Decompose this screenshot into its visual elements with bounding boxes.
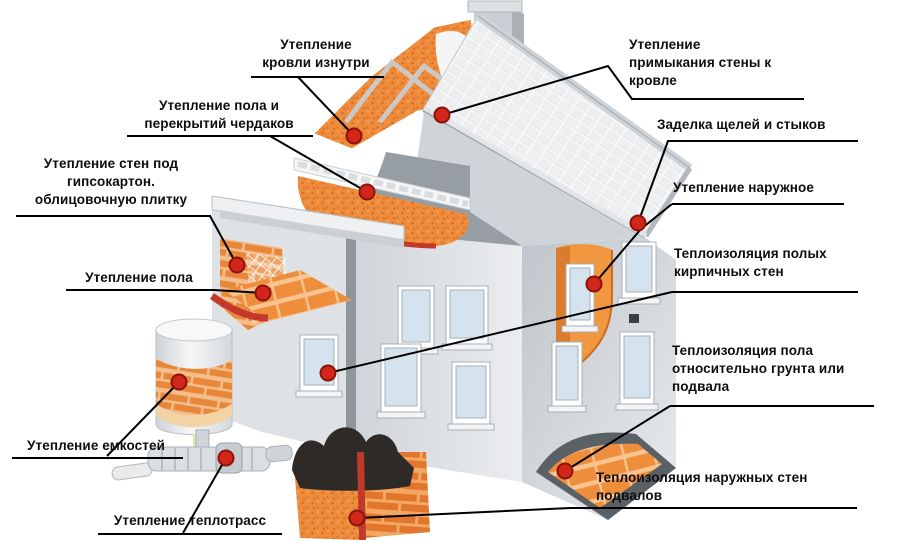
window [547, 341, 587, 413]
label-walls-drywall: Утепление стен под гипсокартон. облицово… [34, 156, 188, 207]
storage-tank [155, 318, 233, 435]
inner-corner-shadow [346, 228, 356, 454]
floor-insulation-tiles [224, 270, 352, 322]
roof-eave [422, 105, 648, 239]
label-floor: Утепление пола [85, 270, 193, 285]
label-wall-roof-junction: Утепление примыкания стены к кровле [629, 37, 772, 88]
leader-lines [12, 64, 874, 535]
marker-floor [254, 284, 272, 302]
tiled-roof [422, 12, 693, 240]
marker-cracks-joints [629, 214, 647, 232]
window [615, 331, 659, 411]
marker-heating-mains [217, 449, 235, 467]
windows-right [547, 241, 661, 413]
marker-external [585, 275, 603, 293]
label-external: Утепление наружное [673, 180, 814, 195]
window [447, 361, 495, 431]
marker-basement-outer-walls [348, 509, 366, 527]
window [617, 241, 661, 305]
marker-attic-floor [358, 183, 376, 201]
windows-front [295, 285, 495, 431]
label-cracks-joints: Заделка щелей и стыков [657, 117, 826, 132]
marker-roof-inside [345, 127, 363, 145]
marker-hollow-brick-walls [319, 364, 337, 382]
roof-right-fascia [643, 166, 693, 238]
marker-wall-roof-junction [433, 106, 451, 124]
wall-vent [629, 314, 639, 323]
label-heating-mains: Утепление теплотрасс [113, 513, 267, 528]
markers [170, 106, 647, 527]
marker-floor-ground-basement [556, 462, 574, 480]
label-roof-inside: Утепление кровли изнутри [262, 37, 370, 70]
tank-insulation-wrap [156, 358, 232, 416]
marker-walls-drywall [228, 256, 246, 274]
basement-floor-cutaway [536, 432, 676, 520]
waterproofing-layer [292, 427, 414, 491]
label-tanks: Утепление емкостей [27, 438, 165, 453]
label-attic-floor: Утепление пола и перекрытий чердаков [144, 98, 294, 131]
label-hollow-brick-walls: Теплоизоляция полых кирпичных стен [674, 246, 827, 279]
label-basement-outer-walls: Теплоизоляция наружных стен подвалов [596, 470, 808, 503]
window [295, 334, 343, 398]
marker-tanks [170, 373, 188, 391]
label-floor-ground-basement: Теплоизоляция пола относительно грунта и… [672, 343, 845, 394]
window [561, 263, 599, 333]
